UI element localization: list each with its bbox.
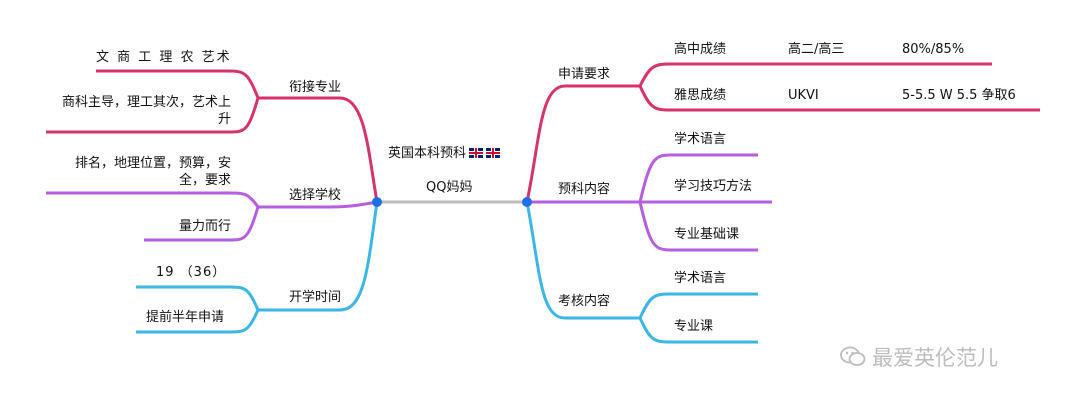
leaf-line-xianjie-2 — [46, 97, 260, 134]
watermark-text: 最爱英伦范儿 — [872, 346, 998, 370]
branch-line-shenqing — [525, 84, 640, 203]
branch-line-xianjie — [258, 96, 379, 203]
leaf-shenqing-1-col3: 80%/85% — [902, 42, 965, 57]
leaf-xuanze-2: 量力而行 — [178, 219, 231, 234]
leaf-line-kaixue-2 — [136, 309, 260, 334]
branch-label-shenqing: 申请要求 — [558, 67, 611, 82]
leaf-line-kaohe-1 — [638, 292, 758, 319]
leaf-line-xianjie-1 — [96, 69, 260, 99]
leaf-line-shenqing-2 — [638, 85, 1040, 112]
leaf-line-yuke-1 — [638, 153, 758, 203]
leaf-xianjie-2: 商科主导，理工其次，艺术上升 — [61, 95, 231, 127]
branch-line-kaixue — [258, 201, 379, 312]
leaf-line-xuanze-2 — [144, 206, 260, 242]
leaf-yuke-2: 学习技巧方法 — [674, 179, 753, 194]
uk-flag-icon — [469, 148, 484, 158]
leaf-xianjie-1: 文 商 工 理 农 艺术 — [96, 50, 232, 65]
leaf-shenqing-2-col3: 5-5.5 W 5.5 争取6 — [902, 88, 1016, 103]
right-junction-dot — [522, 197, 532, 207]
leaf-xuanze-1: 排名，地理位置，预算，安全，要求 — [74, 156, 231, 188]
left-junction-dot — [372, 197, 382, 207]
leaf-yuke-1: 学术语言 — [674, 132, 727, 147]
leaf-kaixue-2: 提前半年申请 — [146, 310, 225, 325]
branch-line-kaohe — [525, 201, 640, 320]
wechat-icon — [840, 346, 866, 366]
leaf-yuke-3: 专业基础课 — [674, 227, 740, 242]
leaf-line-xuanze-1 — [46, 191, 260, 208]
leaf-line-yuke-3 — [638, 201, 758, 252]
branch-label-xuanze: 选择学校 — [289, 188, 342, 203]
branch-label-yuke: 预科内容 — [558, 182, 611, 197]
leaf-line-shenqing-1 — [638, 62, 992, 87]
leaf-shenqing-2-col2: UKVI — [788, 88, 819, 103]
leaf-kaixue-1: 19 （36） — [156, 265, 227, 280]
leaf-line-kaohe-2 — [638, 317, 758, 344]
leaf-shenqing-1-name: 高中成绩 — [674, 42, 727, 57]
leaf-shenqing-2-name: 雅思成绩 — [674, 88, 727, 103]
leaf-kaohe-1: 学术语言 — [674, 271, 727, 286]
central-topic-subtitle: QQ妈妈 — [426, 180, 473, 195]
watermark: 最爱英伦范儿 — [840, 342, 998, 372]
leaf-line-kaixue-1 — [136, 285, 260, 311]
branch-label-kaixue: 开学时间 — [289, 290, 342, 305]
branch-label-kaohe: 考核内容 — [558, 294, 611, 309]
branch-line-xuanze — [258, 200, 378, 209]
uk-flag-icon — [486, 148, 501, 158]
leaf-kaohe-2: 专业课 — [674, 319, 714, 334]
central-topic-title: 英国本科预科 — [388, 145, 501, 162]
leaf-shenqing-1-col2: 高二/高三 — [788, 42, 845, 57]
branch-label-xianjie: 衔接专业 — [289, 80, 342, 95]
